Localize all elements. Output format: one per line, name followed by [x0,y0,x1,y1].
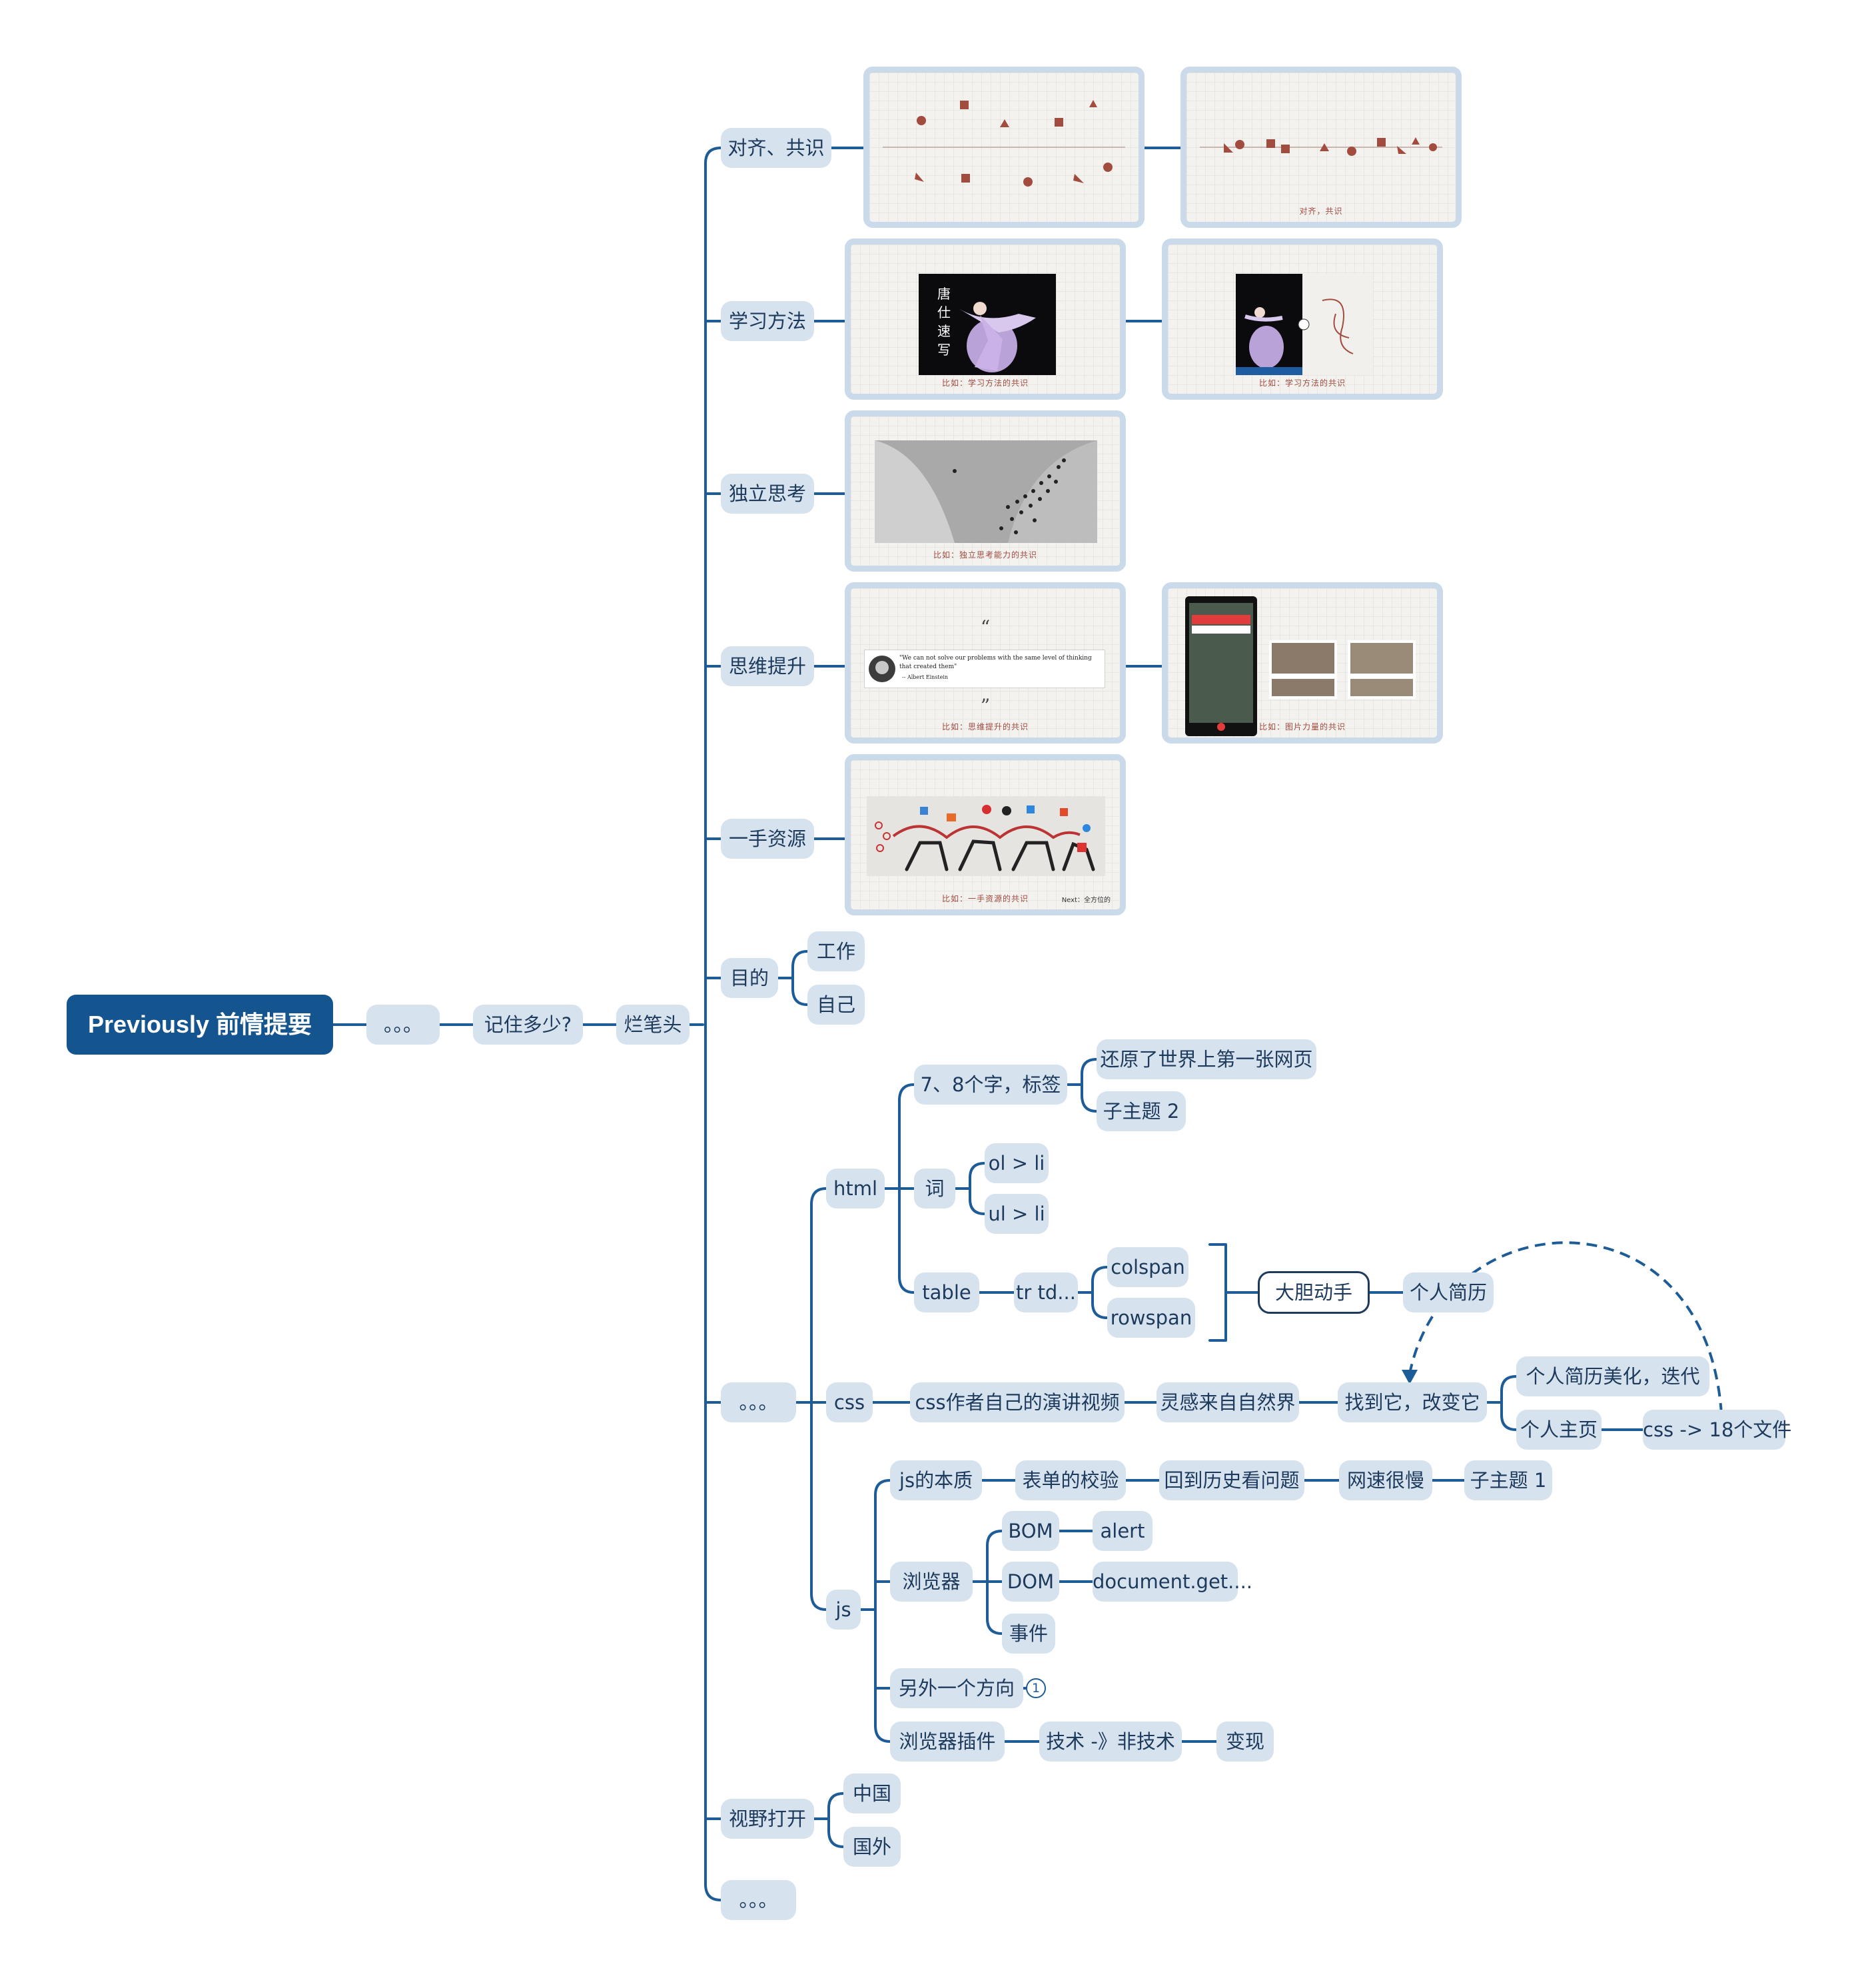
html-table[interactable]: table [914,1272,979,1312]
css-homepage[interactable]: 个人主页 [1516,1410,1602,1450]
dancer-calligraphy: 唐 仕 速 写 [937,286,951,358]
card-caption: 对齐，共识 [1299,207,1343,216]
card-think[interactable]: 比如：独立思考能力的共识 [845,410,1126,572]
css-18-files[interactable]: css -> 18个文件 [1643,1410,1791,1450]
js-event[interactable]: 事件 [1002,1614,1055,1654]
branch-think[interactable]: 独立思考 [721,474,814,514]
goal-self[interactable]: 自己 [807,985,865,1025]
branch-mind[interactable]: 思维提升 [721,646,814,686]
js-bom[interactable]: BOM [1002,1511,1059,1551]
js-history[interactable]: 回到历史看问题 [1159,1460,1304,1500]
topic-notes[interactable]: 烂笔头 [616,1005,690,1045]
branch-ellipsis[interactable]: 。。。 [721,1382,796,1422]
html-ol-li[interactable]: ol > li [985,1143,1049,1183]
quote-author: -- Albert Einstein [902,674,949,680]
html-resume[interactable]: 个人简历 [1403,1272,1494,1312]
card-caption: 比如：思维提升的共识 [941,722,1029,732]
topic-ellipsis[interactable]: 。。。 [366,1005,440,1045]
branch-learn[interactable]: 学习方法 [721,301,814,341]
goal-work[interactable]: 工作 [807,931,865,971]
html-word[interactable]: 词 [914,1169,955,1209]
dancer-photo [919,274,1056,375]
card-caption: 比如：独立思考能力的共识 [933,550,1037,560]
css-nature[interactable]: 灵感来自自然界 [1157,1382,1299,1422]
branch-view[interactable]: 视野打开 [721,1799,814,1839]
js-dom[interactable]: DOM [1002,1562,1059,1602]
js-subtopic-1[interactable]: 子主题 1 [1464,1460,1552,1500]
html-first-webpage[interactable]: 还原了世界上第一张网页 [1097,1039,1316,1079]
view-china[interactable]: 中国 [843,1773,901,1813]
phone-screenshots-image [1185,596,1416,736]
branch-goal[interactable]: 目的 [721,958,778,998]
card-footer-note: Next：全方位的 [1061,897,1111,904]
count-badge[interactable]: 1 [1026,1678,1046,1698]
js-form-validation[interactable]: 表单的校验 [1015,1460,1126,1500]
js-slow-network[interactable]: 网速很慢 [1339,1460,1432,1500]
js-browser-plugin[interactable]: 浏览器插件 [890,1722,1005,1761]
quote-text: "We can not solve our problems with the … [899,655,1092,670]
card-mind-2[interactable]: 比如：图片力量的共识 [1162,582,1443,744]
js-document-get[interactable]: document.get.... [1093,1562,1252,1602]
html-tags[interactable]: 7、8个字，标签 [914,1065,1067,1105]
js-node[interactable]: js [826,1590,861,1630]
css-node[interactable]: css [826,1382,873,1422]
html-rowspan[interactable]: rowspan [1107,1298,1195,1338]
card-caption: 比如：一手资源的共识 [941,894,1029,903]
html-ul-li[interactable]: ul > li [985,1194,1049,1234]
branch-ellipsis-2[interactable]: 。。。 [721,1880,796,1920]
einstein-portrait [869,656,895,682]
js-monetize[interactable]: 变现 [1216,1722,1274,1761]
css-resume-iterate[interactable]: 个人简历美化，迭代 [1516,1356,1709,1396]
card-learn-1[interactable]: 唐 仕 速 写 比如：学习方法的共识 [845,239,1126,400]
quote-box: "We can not solve our problems with the … [864,650,1105,688]
js-browser[interactable]: 浏览器 [890,1562,973,1602]
card-caption: 比如：学习方法的共识 [941,378,1029,388]
card-caption: 比如：图片力量的共识 [1258,722,1346,732]
js-essence[interactable]: js的本质 [890,1460,982,1500]
card-mind-1[interactable]: “ "We can not solve our problems with th… [845,582,1126,744]
card-source[interactable]: 比如：一手资源的共识 Next：全方位的 [845,754,1126,915]
branch-align[interactable]: 对齐、共识 [721,128,831,168]
js-other-direction[interactable]: 另外一个方向 [890,1668,1023,1708]
view-abroad[interactable]: 国外 [843,1827,901,1867]
js-alert[interactable]: alert [1093,1511,1153,1551]
html-colspan[interactable]: colspan [1107,1247,1188,1287]
card-align-scattered[interactable] [863,67,1145,228]
root-topic[interactable]: Previously 前情提要 [67,995,333,1055]
card-align-aligned[interactable]: 对齐，共识 [1180,67,1462,228]
css-find-change[interactable]: 找到它，改变它 [1338,1382,1487,1422]
js-tech-nontech[interactable]: 技术 -》非技术 [1039,1722,1182,1761]
open-quote-icon: “ [980,616,991,638]
aligned-shapes-image [1200,137,1442,156]
crowd-walking-photo [875,440,1097,543]
css-talk-video[interactable]: css作者自己的演讲视频 [910,1382,1125,1422]
card-caption: 比如：学习方法的共识 [1258,378,1346,388]
dancer-sketch-photo [1236,274,1373,375]
branch-source[interactable]: 一手资源 [721,819,814,859]
topic-remember[interactable]: 记住多少? [473,1005,583,1045]
human-chain-image [867,796,1105,876]
html-subtopic-2[interactable]: 子主题 2 [1097,1091,1186,1131]
html-node[interactable]: html [826,1169,885,1209]
close-quote-icon: ” [980,695,991,717]
summary-hands-on[interactable]: 大胆动手 [1258,1271,1370,1314]
card-learn-2[interactable]: 比如：学习方法的共识 [1162,239,1443,400]
scattered-shapes-image [883,100,1125,187]
html-tr-td[interactable]: tr td... [1014,1272,1078,1312]
